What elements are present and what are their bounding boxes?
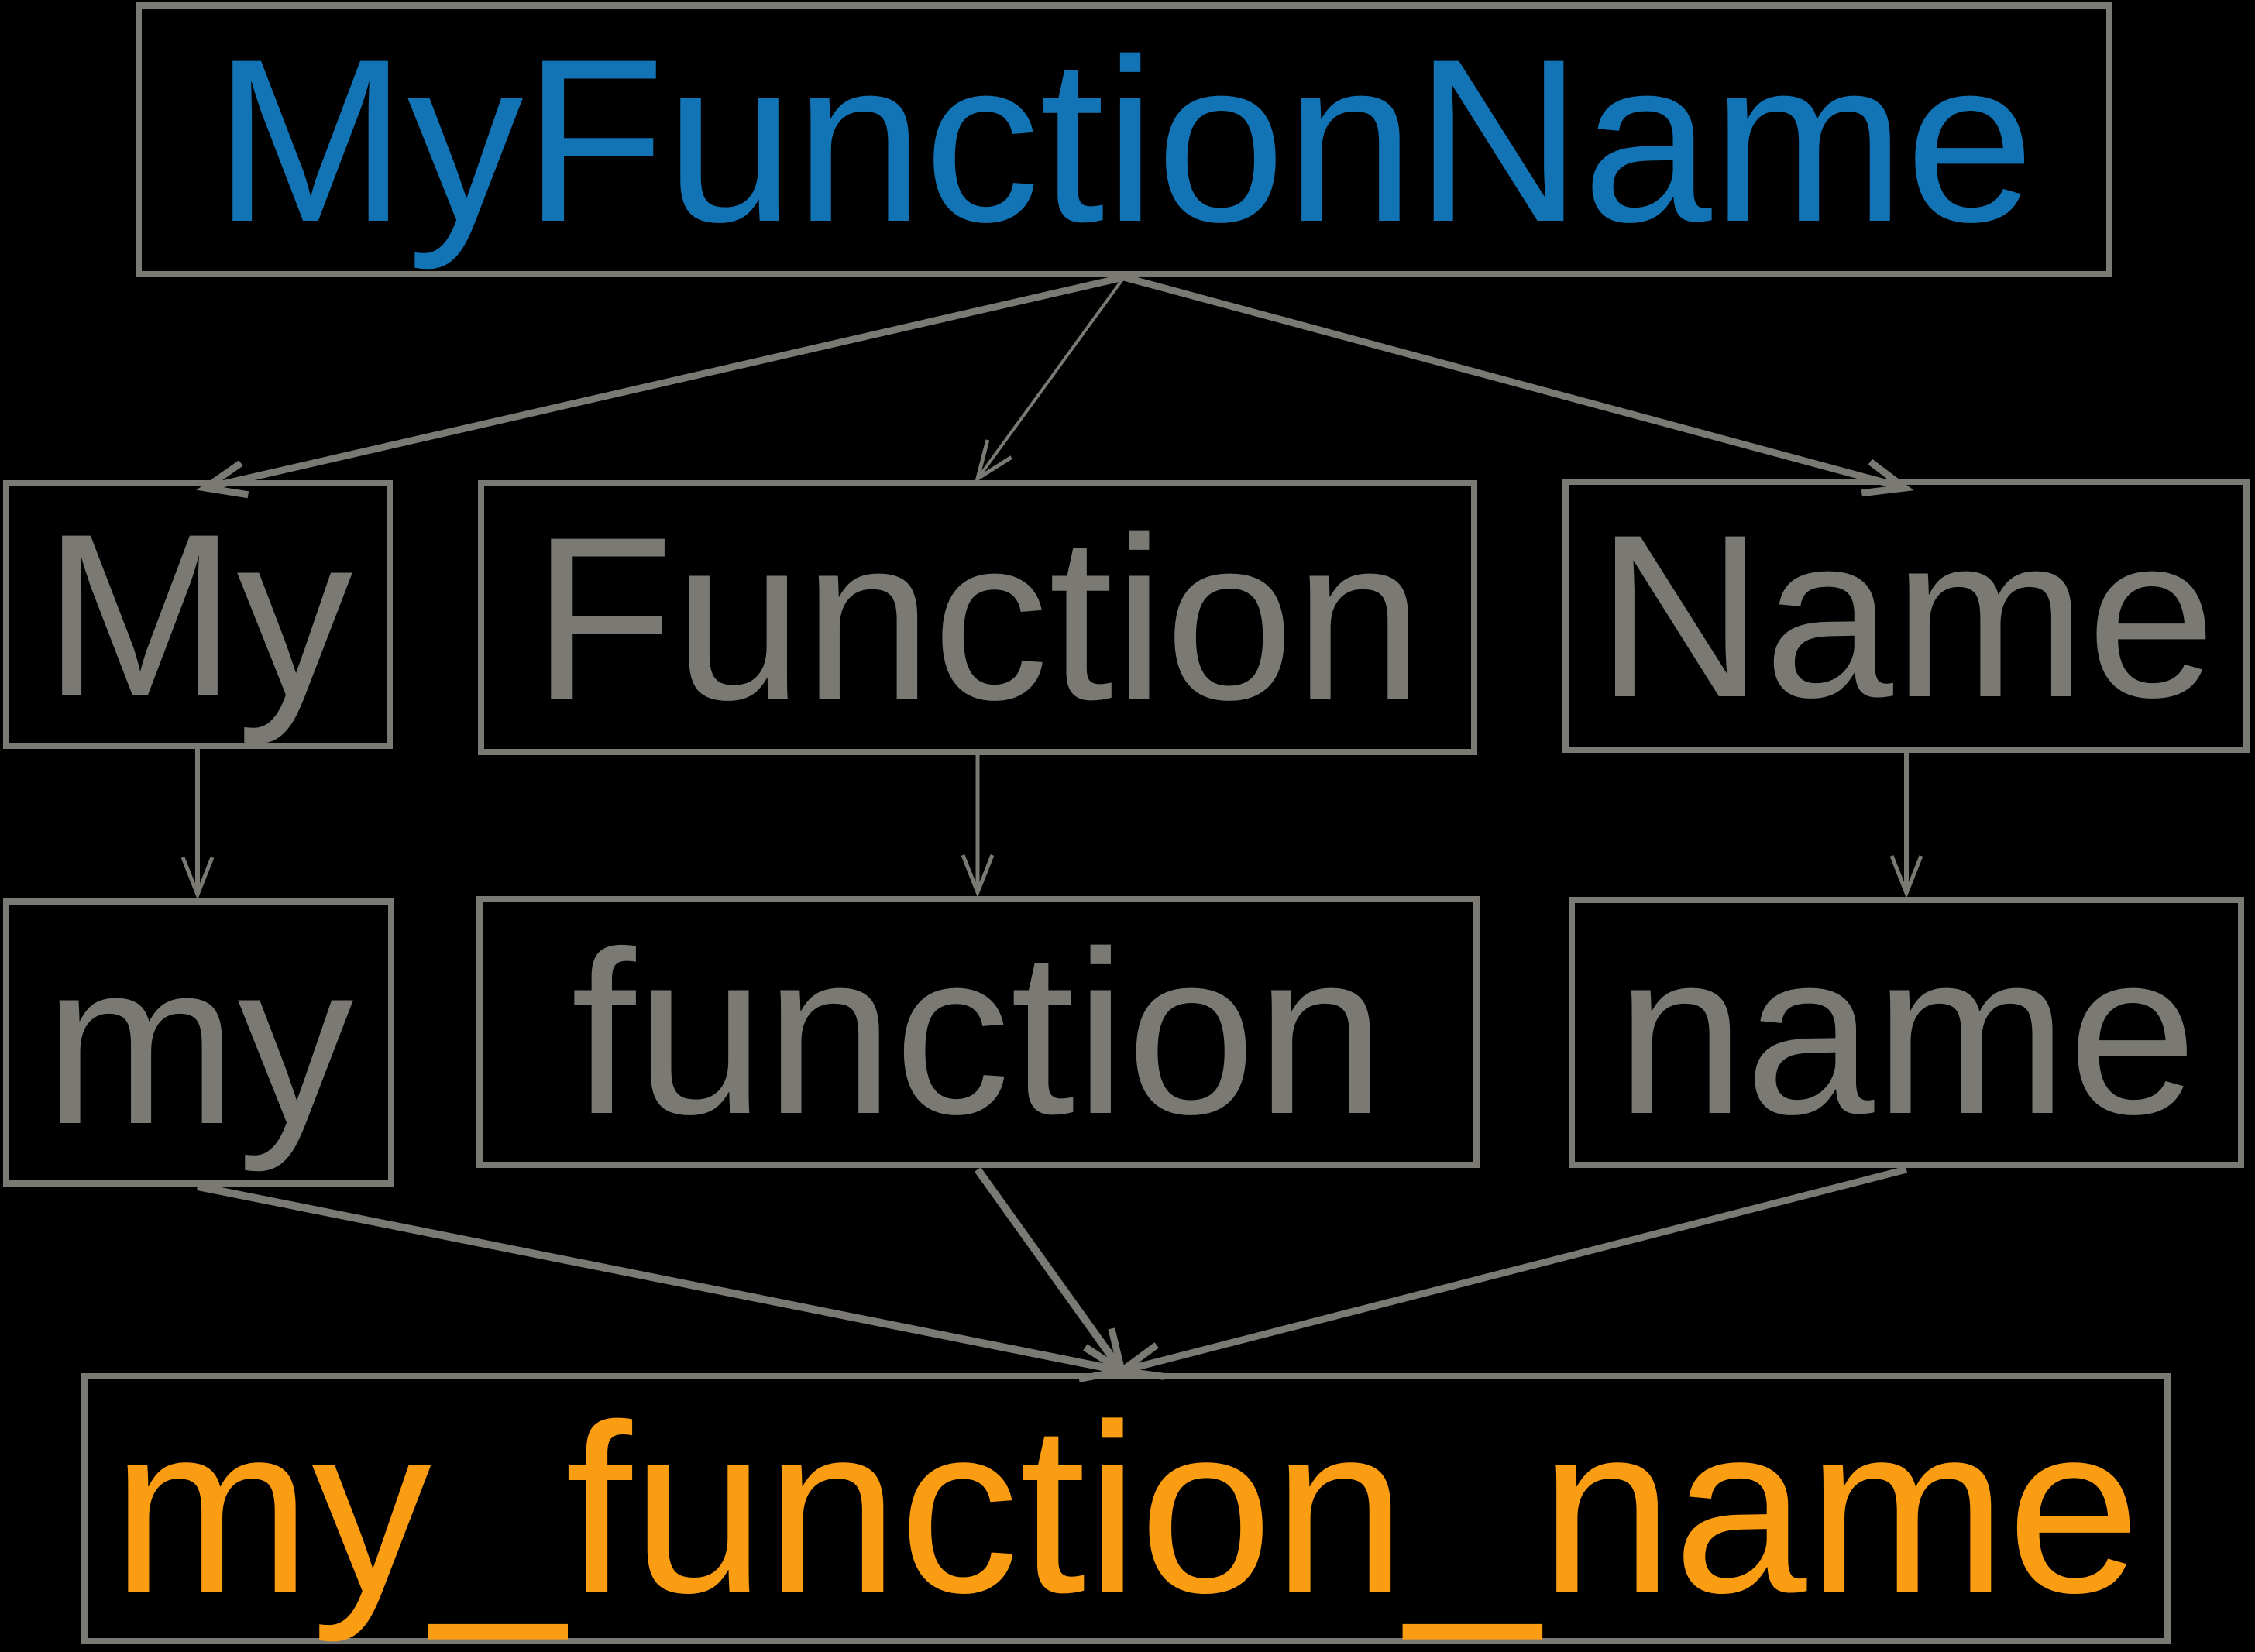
- edge-lower-name-to-snake: [1112, 1166, 1908, 1380]
- edge-camel-to-word-function: [975, 276, 1126, 483]
- word-label-function: Function: [531, 487, 1424, 748]
- word-node-name: Name: [1562, 479, 2250, 753]
- word-label-my: My: [43, 484, 353, 745]
- lowercase-label-name: name: [1615, 902, 2198, 1163]
- edge-lower-function-to-snake: [974, 1167, 1127, 1379]
- word-node-my: My: [3, 480, 393, 749]
- lowercase-label-function: function: [571, 902, 1385, 1163]
- lowercase-node-function: function: [476, 896, 1480, 1168]
- word-label-name: Name: [1596, 486, 2216, 746]
- lowercase-node-name: name: [1569, 897, 2244, 1168]
- lowercase-label-my: my: [43, 912, 354, 1173]
- lowercase-node-my: my: [3, 898, 394, 1187]
- camelcase-label: MyFunctionName: [213, 9, 2035, 270]
- edge-camel-to-word-name: [1122, 273, 1914, 497]
- camelcase-node: MyFunctionName: [136, 2, 2112, 277]
- word-node-function: Function: [478, 480, 1477, 755]
- snakecase-node: my_function_name: [81, 1373, 2171, 1644]
- snakecase-label: my_function_name: [111, 1374, 2141, 1643]
- edge-lower-my-to-snake: [197, 1183, 1131, 1382]
- edge-camel-to-word-my: [196, 273, 1126, 499]
